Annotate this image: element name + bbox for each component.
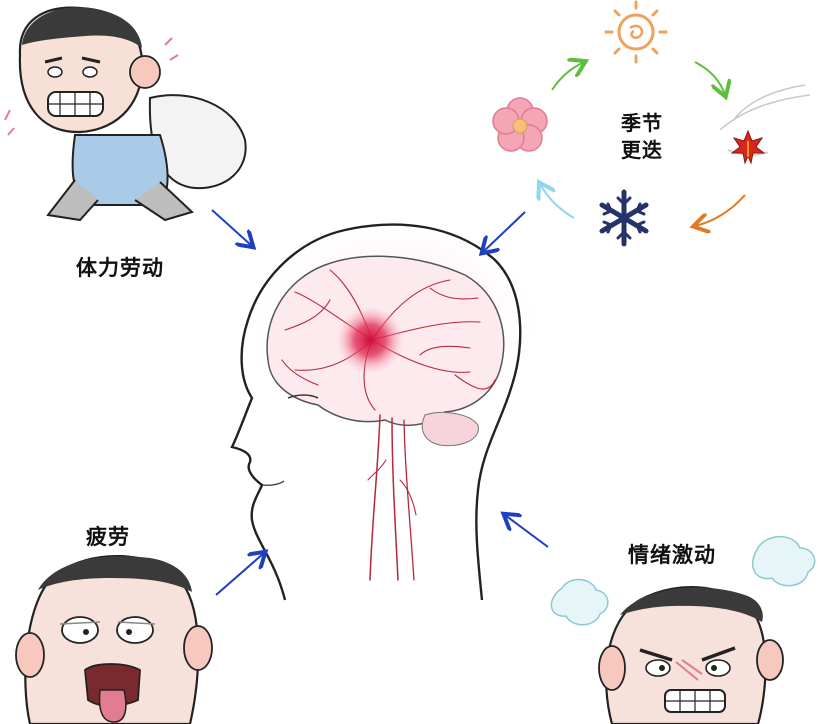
label-season-line2: 更迭 (621, 138, 663, 162)
sun-icon (604, 0, 668, 64)
cycle-arrow-summer-autumn (694, 61, 725, 95)
arrow-season-to-head (483, 211, 526, 252)
cycle-arrow-spring-summer (551, 62, 584, 91)
label-fatigue: 疲劳 (86, 525, 130, 549)
head-profile (230, 223, 535, 601)
blood-vessels (281, 269, 496, 581)
label-season-change: 季节 更迭 (621, 110, 669, 164)
cycle-arrow-autumn-winter (695, 194, 746, 226)
arrow-fatigue-to-head (215, 553, 264, 596)
arrow-emotion-to-head (505, 515, 549, 548)
maple-leaf-icon (730, 129, 766, 165)
laborer-figure (4, 6, 247, 222)
season-cycle (492, 0, 811, 247)
label-physical-labor: 体力劳动 (76, 256, 164, 280)
fatigued-figure (15, 554, 213, 724)
label-season-line1: 季节 (621, 111, 663, 135)
agitated-figure (550, 536, 816, 724)
cycle-arrow-winter-spring (540, 184, 575, 219)
wind-icon (719, 84, 811, 156)
steam-icon (550, 536, 816, 626)
label-emotional-agitation: 情绪激动 (628, 543, 716, 567)
snowflake-icon (599, 189, 649, 247)
hemorrhage-spot (336, 306, 404, 374)
arrow-labor-to-head (211, 209, 252, 246)
flower-icon (492, 97, 548, 152)
